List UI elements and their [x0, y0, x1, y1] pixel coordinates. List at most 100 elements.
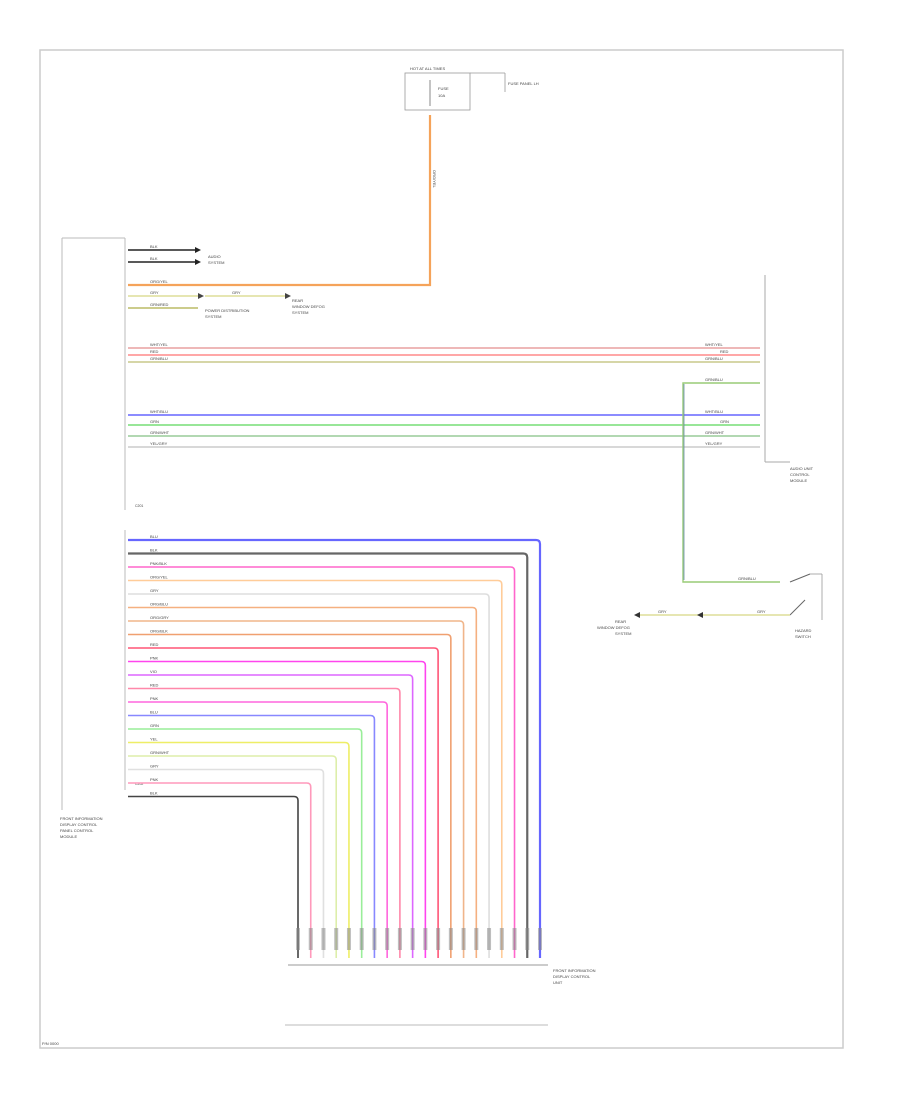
defog-wire-label-right: GRY [757, 609, 766, 614]
connector-pin [296, 928, 300, 950]
lower-wire [128, 633, 452, 958]
switch-contact-lower [789, 599, 806, 616]
audio-unit-label-3: MODULE [790, 478, 807, 483]
connector-pin [423, 928, 428, 950]
wire-label: ORG/YEL [150, 575, 169, 580]
audio-unit: AUDIO UNIT CONTROL MODULE [764, 275, 814, 483]
defog-wire-label: GRY [658, 609, 667, 614]
fuse-header: HOT AT ALL TIMES [410, 66, 445, 71]
wire-label-right: GRN/BLU [705, 356, 723, 361]
wire-label: ORG/GRY [150, 615, 169, 620]
lower-wire [128, 687, 401, 958]
wire-label-right: YEL/GRY [705, 441, 723, 446]
connector-pin [538, 928, 542, 950]
display-unit-label-3: UNIT [553, 980, 563, 985]
module-label-4: MODULE [60, 834, 77, 839]
wire-label-right: GRN [720, 419, 729, 424]
module-label-2: DISPLAY CONTROL [60, 822, 98, 827]
wire-label: PNK [150, 656, 159, 661]
connector-pin [474, 928, 479, 950]
connector-pin [487, 928, 492, 950]
arrow-left-icon [634, 612, 640, 618]
wire-label-left: WHT/YEL [150, 342, 169, 347]
wire-label: GRY [150, 764, 159, 769]
mid-wire-group: WHT/YEL RED GRN/BLU WHT/BLU GRN GRN/WHT … [128, 342, 760, 448]
module-label-3: PANEL CONTROL [60, 828, 94, 833]
ref-audio-system-2: SYSTEM [208, 260, 224, 265]
lower-wire [128, 579, 503, 958]
wire-label: RED [150, 642, 159, 647]
wire-label: YEL [150, 737, 158, 742]
wire-label-left: WHT/BLU [150, 409, 168, 414]
connector-pin [448, 928, 453, 950]
wire-label: RED [150, 683, 159, 688]
lower-wire [128, 768, 325, 958]
arrow-icon [195, 247, 201, 253]
wire-label: ORG/YEL [150, 279, 169, 284]
module-label-1: FRONT INFORMATION [60, 816, 103, 821]
lower-wire [128, 795, 299, 958]
hazard-wire-label-lower: GRN/BLU [738, 576, 756, 581]
hazard-wire [682, 382, 780, 583]
ground-ref-label-1: REAR [615, 619, 626, 624]
display-unit-label-1: FRONT INFORMATION [553, 968, 596, 973]
wire-label-right: GRN/WHT [705, 430, 725, 435]
wire-label-left: RED [150, 349, 159, 354]
lower-wire [128, 620, 465, 958]
wire-label-right: RED [720, 349, 729, 354]
hazard-wire-label: GRN/BLU [705, 377, 723, 382]
lower-wire [128, 755, 338, 958]
lower-wire [128, 782, 312, 958]
wire-label: BLK [150, 548, 158, 553]
connector-pin [385, 928, 390, 950]
lower-wire [128, 538, 542, 958]
wire-label-left: GRN/BLU [150, 356, 168, 361]
ref-audio-system-1: AUDIO [208, 254, 221, 259]
wire-label-right: WHT/BLU [705, 409, 723, 414]
switch-contact [789, 573, 811, 583]
lower-wire [128, 741, 350, 958]
arrow-icon [285, 293, 291, 299]
wire-label: BLK [150, 791, 158, 796]
display-unit-label-2: DISPLAY CONTROL [553, 974, 591, 979]
lower-wire [128, 593, 490, 958]
connector-pin [372, 928, 377, 950]
wire-label: GRY [150, 588, 159, 593]
lower-wire [128, 660, 427, 958]
lower-wire [128, 674, 414, 958]
module-body: C201 C202 FRONT INFORMATION DISPLAY CONT… [60, 237, 143, 839]
lower-wire [128, 606, 478, 958]
wire-label: BLK [150, 256, 158, 261]
ref-rear-defog-1: REAR [292, 298, 303, 303]
fuse-block: HOT AT ALL TIMES FUSE 10A FUSE PANEL LH … [404, 66, 539, 189]
lower-wire [128, 647, 439, 958]
wire-label-left: GRN/WHT [150, 430, 170, 435]
footer-text: P/N 0000 [42, 1041, 59, 1046]
wire-label: PNK [150, 696, 159, 701]
arrow-left-icon [697, 612, 703, 618]
lower-wire [128, 714, 376, 958]
ref-rear-defog-3: SYSTEM [292, 310, 308, 315]
wire-label: BLU [150, 710, 158, 715]
fuse-wire-label: ORG/YEL [432, 170, 437, 189]
wire-label: GRY [232, 290, 241, 295]
wire-label: ORG/BLU [150, 602, 168, 607]
audio-unit-label-2: CONTROL [790, 472, 810, 477]
connector-pin [308, 928, 313, 950]
wire-label: GRY [150, 290, 159, 295]
arrow-icon [195, 259, 201, 265]
connector-pin [359, 928, 364, 950]
connector-pin [499, 928, 504, 950]
audio-unit-label-1: AUDIO UNIT [790, 466, 814, 471]
arrow-icon [198, 293, 204, 299]
wire-label: GRN/WHT [150, 750, 170, 755]
ref-power-dist-1: POWER DISTRIBUTION [205, 308, 250, 313]
connector-pin [334, 928, 339, 950]
ref-power-dist-2: SYSTEM [205, 314, 221, 319]
fuse-value: 10A [438, 93, 445, 98]
ref-rear-defog-2: WINDOW DEFOG [292, 304, 325, 309]
connector-pin [525, 928, 530, 950]
ground-ref-label-3: SYSTEM [615, 631, 631, 636]
lower-wire [128, 552, 529, 958]
